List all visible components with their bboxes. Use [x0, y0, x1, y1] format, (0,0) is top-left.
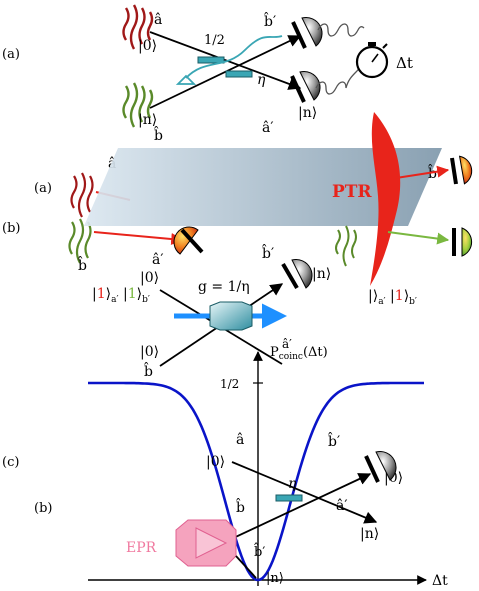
- overlay-red-wavepacket: [70, 172, 94, 218]
- panel-a: (a) â |0⟩ |n⟩ b̂ 1/2 η b̂′ â′ |n⟩: [2, 4, 413, 144]
- delay-label: Δt: [396, 54, 413, 72]
- inset-out-n: |n⟩: [360, 526, 379, 542]
- overlay-detector-left: [173, 226, 204, 255]
- inset-out-b: b̂′: [328, 431, 340, 450]
- inset-beam-down: [235, 555, 257, 579]
- coil-cable-top: [317, 23, 365, 37]
- panel-b: |0⟩ g = 1/η b̂′ |n⟩ |0⟩ b̂: [140, 243, 331, 380]
- ptr-label: PTR: [332, 182, 372, 202]
- inset-detector: [364, 451, 397, 483]
- ptr-slab: [84, 148, 442, 226]
- out-a-label: â′: [262, 120, 274, 136]
- inset-mode-a: â: [236, 432, 244, 448]
- gain-label: g = 1/η: [198, 279, 250, 295]
- epr-source: [175, 519, 237, 567]
- input-b-state: |n⟩: [138, 112, 157, 128]
- inset-beam-b: [211, 473, 372, 549]
- fibre-delay: [175, 35, 283, 85]
- svg-text:|⟩a′ |1⟩b′: |⟩a′ |1⟩b′: [368, 288, 417, 307]
- beamsplitter-half: [197, 56, 225, 64]
- panel-c-inset: â |0⟩ η b̂ b̂′ â′ |n⟩ |0⟩ (b) EPR b̂′: [34, 431, 403, 586]
- panel-b-mode-b: b̂: [144, 361, 153, 380]
- svg-text:|1⟩a′ |1⟩b′: |1⟩a′ |1⟩b′: [92, 286, 150, 305]
- green-wavepacket: [122, 82, 154, 128]
- detector-bottom: [290, 71, 321, 103]
- out-b-label: b̂′: [264, 11, 276, 30]
- panel-b-out-a: â′: [282, 337, 292, 351]
- eta-label: η: [257, 72, 266, 88]
- panel-label-c: (c): [2, 455, 19, 470]
- overlay-detector-right-bottom: [452, 227, 473, 257]
- overlay-green-wavepacket-right: [335, 225, 357, 267]
- mode-a-label: â: [154, 12, 162, 28]
- panel-b-in-bottom: |0⟩: [140, 344, 159, 360]
- overlay-green-wavepacket: [68, 218, 92, 264]
- red-wavepacket: [122, 4, 154, 50]
- overlay-beam-right-top: [395, 165, 450, 179]
- inset-mode-b: b̂: [236, 497, 245, 516]
- beam-b: [149, 35, 302, 109]
- inset-beamsplitter: [275, 494, 303, 502]
- inset-bottom-n: |n⟩: [266, 571, 284, 586]
- overlay-beam-b: [93, 231, 184, 245]
- overlay-state-left: |1⟩a′ |1⟩b′: [92, 286, 150, 305]
- panel-b-in-top: |0⟩: [140, 270, 159, 286]
- inset-in-state: |0⟩: [206, 454, 225, 470]
- out-state-label: |n⟩: [298, 105, 317, 121]
- inset-mode-bp: b̂′: [253, 542, 265, 560]
- panel-b-detector: [281, 259, 313, 290]
- overlay-detector-right-top: [450, 155, 473, 185]
- panel-label-a: (a): [2, 47, 20, 62]
- split-ratio: 1/2: [204, 33, 225, 48]
- overlay-mode-b: b̂: [78, 255, 87, 274]
- panel-b-out-b: b̂′: [262, 243, 274, 262]
- beamsplitter-eta: [225, 70, 253, 78]
- inset-out-a: â′: [336, 498, 348, 514]
- inset-beam-a: [231, 461, 378, 524]
- half-tick-label: 1/2: [220, 377, 239, 391]
- beam-a: [149, 31, 302, 90]
- panel-b-out-state: |n⟩: [312, 266, 331, 282]
- panel-label-b: (b): [2, 221, 20, 236]
- coincidence-curve: [88, 381, 424, 582]
- overlay-beam-right-bottom: [387, 231, 450, 245]
- stopwatch-icon: [355, 42, 389, 79]
- y-axis-label: Pcoinc(Δt): [270, 345, 328, 362]
- input-a-state: |0⟩: [138, 38, 157, 54]
- inset-eta: η: [288, 476, 297, 492]
- ptr-overlay: â (a) (b) b̂ PTR â′ b̂′: [2, 112, 473, 307]
- detector-top: [291, 17, 323, 49]
- parametric-amplifier-crystal: [209, 301, 253, 331]
- ptr-flame-icon: [370, 112, 401, 286]
- panel-c: (c) Δt Pcoinc(Δt) â′ 1/2 â |0⟩ η b̂ b̂′ …: [2, 337, 448, 589]
- panel-label-b2: (b): [34, 501, 52, 516]
- panel-label-a2: (a): [34, 181, 52, 196]
- mode-b-label: b̂: [154, 125, 163, 144]
- coil-cable-bottom: [315, 59, 367, 95]
- x-axis-label: Δt: [432, 573, 448, 589]
- overlay-out-a: â′: [152, 252, 164, 268]
- overlay-state-right: |⟩a′ |1⟩b′: [368, 288, 417, 307]
- epr-label: EPR: [126, 540, 157, 556]
